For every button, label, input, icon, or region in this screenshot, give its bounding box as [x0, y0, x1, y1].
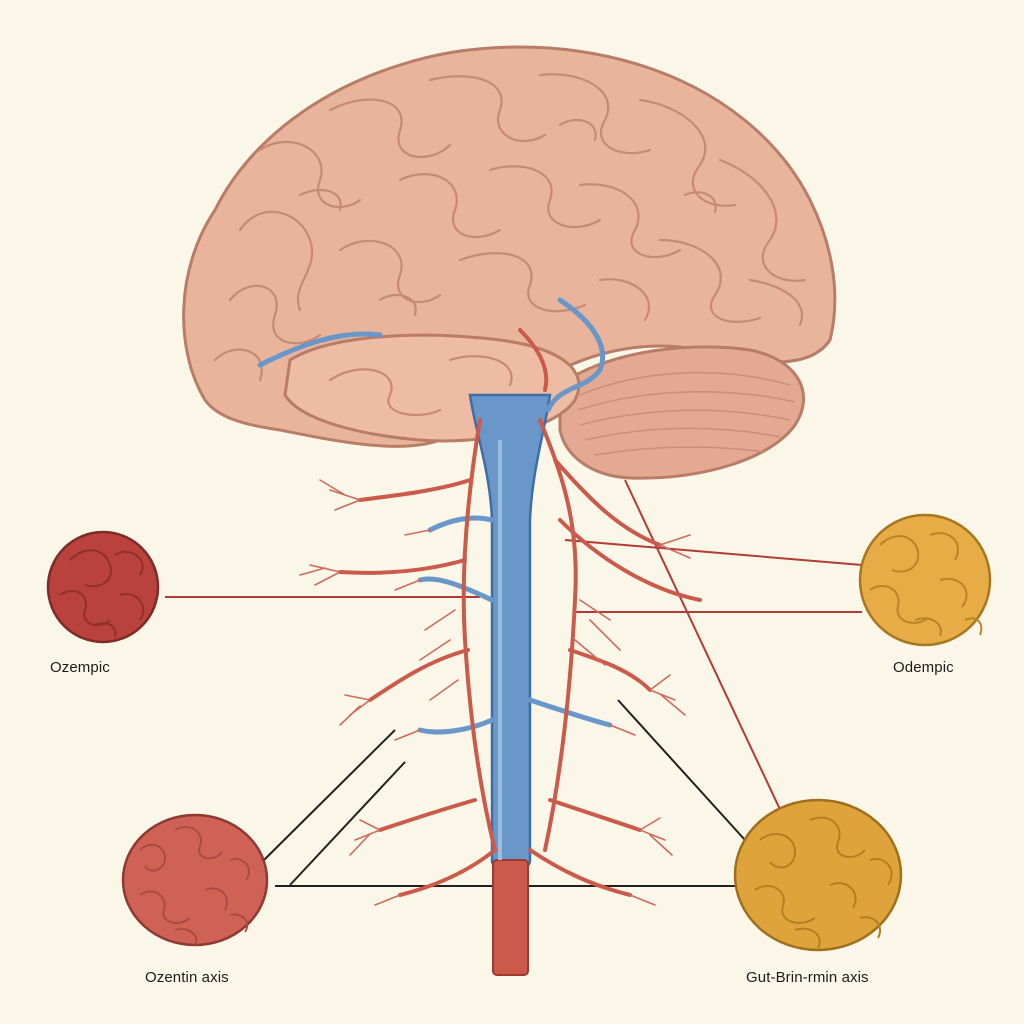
brain-gyri — [213, 73, 807, 417]
label-ozempic-left: Ozempic — [50, 659, 110, 676]
spinal-cord-red-base — [492, 859, 529, 976]
cerebellum-folia — [577, 371, 796, 456]
label-ozempic-right: Odempic — [893, 659, 954, 676]
fine-branches — [299, 479, 691, 906]
organ-top-left — [46, 530, 160, 644]
connector-line-right-organ-upper — [564, 539, 863, 566]
blue-veins — [257, 297, 613, 735]
organ-bottom-left — [121, 813, 269, 947]
organ-bottom-right — [733, 798, 903, 952]
connector-line-right-diagonal-red — [624, 479, 786, 821]
brain — [182, 45, 837, 480]
connector-line-bottom-left-2 — [289, 761, 406, 886]
cerebellum — [558, 345, 805, 480]
label-gut-brain-axis: Gut-Brin-rmin axis — [746, 969, 869, 986]
red-arteries — [338, 328, 702, 897]
spinal-cord-blue — [468, 393, 552, 873]
connector-line-bottom-left-1 — [261, 729, 396, 863]
spinal-cord — [468, 393, 552, 976]
connector-line-bottom-right-1 — [617, 699, 746, 841]
organ-top-right — [858, 513, 992, 647]
label-ozentin-axis: Ozentin axis — [145, 969, 229, 986]
vessels — [257, 297, 702, 906]
